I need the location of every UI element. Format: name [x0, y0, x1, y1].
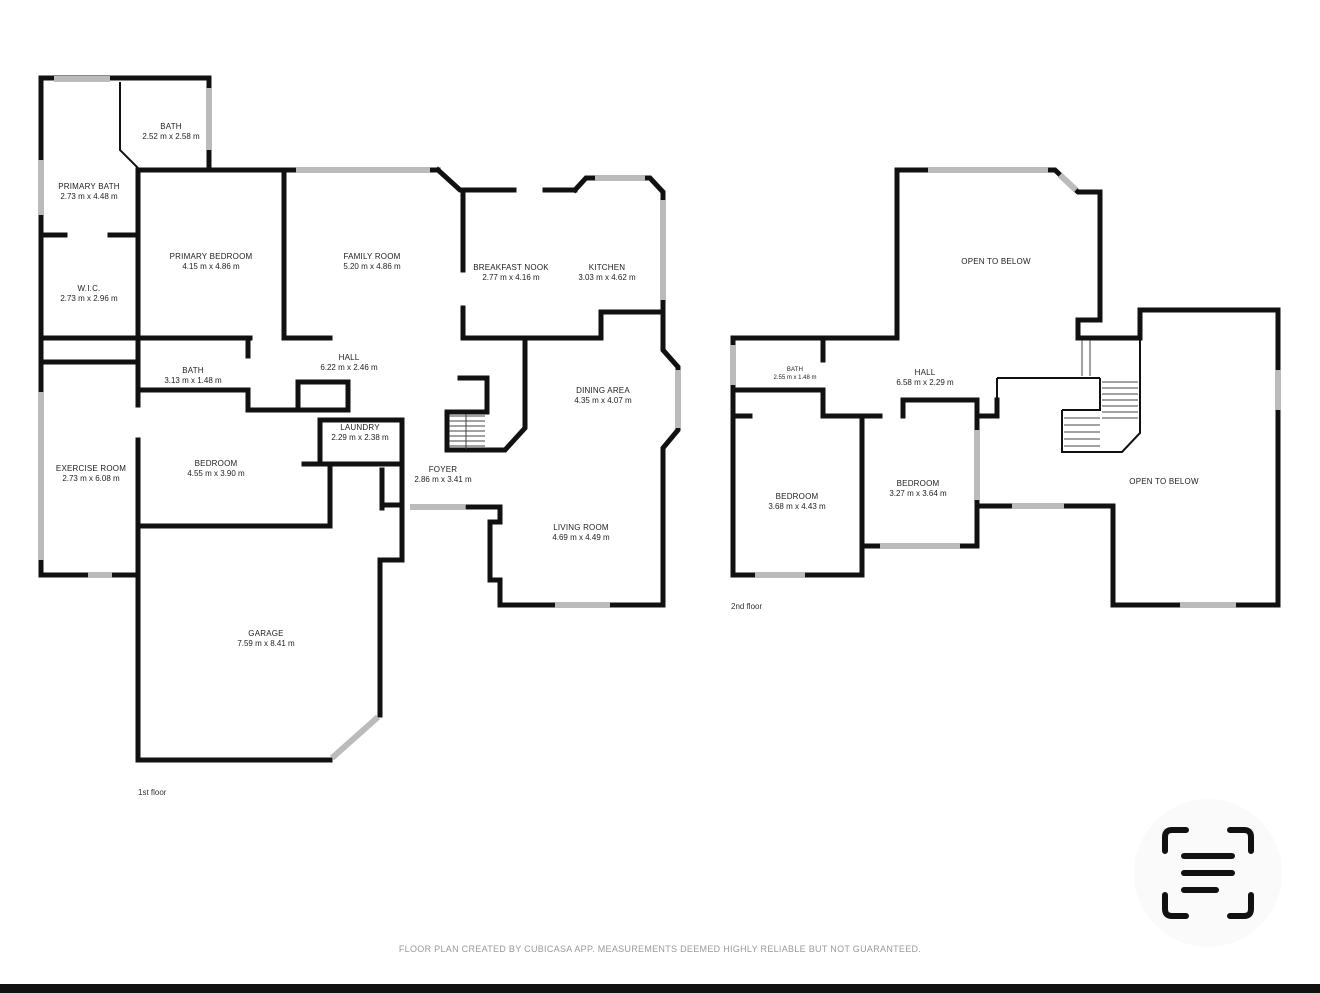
second-floor-label: 2nd floor: [731, 602, 762, 611]
bedroom-left-dims: 3.68 m x 4.43 m: [768, 502, 826, 511]
breakfast-nook-name: BREAKFAST NOOK: [473, 263, 549, 272]
bedroom-left-name: BEDROOM: [776, 492, 819, 501]
garage-name: GARAGE: [248, 629, 283, 638]
bedroom-right-dims: 3.27 m x 3.64 m: [889, 489, 947, 498]
bottom-bar: [0, 984, 1320, 993]
bath-upper-name: BATH: [160, 122, 182, 131]
hall-dims: 6.22 m x 2.46 m: [320, 363, 378, 372]
kitchen-name: KITCHEN: [589, 263, 626, 272]
primary-bath-dims: 2.73 m x 4.48 m: [60, 192, 118, 201]
open-to-below-top-name: OPEN TO BELOW: [961, 257, 1031, 266]
first-floor-walls: [38, 75, 681, 763]
bedroom-name: BEDROOM: [195, 459, 238, 468]
hall-2nd-name: HALL: [915, 368, 936, 377]
exercise-room-name: EXERCISE ROOM: [56, 464, 126, 473]
bath-upper-dims: 2.52 m x 2.58 m: [142, 132, 200, 141]
breakfast-nook-dims: 2.77 m x 4.16 m: [482, 273, 540, 282]
wic-name: W.I.C.: [78, 284, 101, 293]
bedroom-right-name: BEDROOM: [897, 479, 940, 488]
family-room-dims: 5.20 m x 4.86 m: [343, 262, 401, 271]
primary-bedroom-name: PRIMARY BEDROOM: [170, 252, 253, 261]
hall-name: HALL: [339, 353, 360, 362]
foyer-dims: 2.86 m x 3.41 m: [414, 475, 472, 484]
exercise-room-dims: 2.73 m x 6.08 m: [62, 474, 120, 483]
laundry-name: LAUNDRY: [340, 423, 380, 432]
family-room-name: FAMILY ROOM: [343, 252, 400, 261]
primary-bath-name: PRIMARY BATH: [58, 182, 120, 191]
laundry-dims: 2.29 m x 2.38 m: [331, 433, 389, 442]
kitchen-dims: 3.03 m x 4.62 m: [578, 273, 636, 282]
first-floor-label: 1st floor: [138, 788, 167, 797]
bath-lower-name: BATH: [182, 366, 204, 375]
garage-dims: 7.59 m x 8.41 m: [237, 639, 295, 648]
first-floor-labels: BATH 2.52 m x 2.58 m PRIMARY BATH 2.73 m…: [56, 122, 636, 797]
second-floor-walls: [730, 167, 1281, 608]
bath-2nd-name: BATH: [787, 367, 803, 373]
scan-badge: [1134, 799, 1282, 947]
bath-2nd-dims: 2.55 m x 1.48 m: [773, 375, 816, 381]
dining-area-name: DINING AREA: [576, 386, 630, 395]
first-floor-stairs: [449, 414, 485, 449]
living-room-name: LIVING ROOM: [553, 523, 609, 532]
primary-bedroom-dims: 4.15 m x 4.86 m: [182, 262, 240, 271]
living-room-dims: 4.69 m x 4.49 m: [552, 533, 610, 542]
foyer-name: FOYER: [429, 465, 458, 474]
second-floor-stairs: [1064, 340, 1138, 447]
bedroom-dims: 4.55 m x 3.90 m: [187, 469, 245, 478]
wic-dims: 2.73 m x 2.96 m: [60, 294, 118, 303]
open-to-below-right-name: OPEN TO BELOW: [1129, 477, 1199, 486]
hall-2nd-dims: 6.58 m x 2.29 m: [896, 378, 954, 387]
disclaimer-footer: FLOOR PLAN CREATED BY CUBICASA APP. MEAS…: [398, 944, 922, 954]
bath-lower-dims: 3.13 m x 1.48 m: [164, 376, 222, 385]
first-floor-windows: [38, 76, 681, 761]
second-floor-windows: [730, 167, 1281, 608]
dining-area-dims: 4.35 m x 4.07 m: [574, 396, 632, 405]
scan-text-icon: [1162, 827, 1254, 919]
second-floor-labels: OPEN TO BELOW BATH 2.55 m x 1.48 m HALL …: [731, 257, 1199, 611]
